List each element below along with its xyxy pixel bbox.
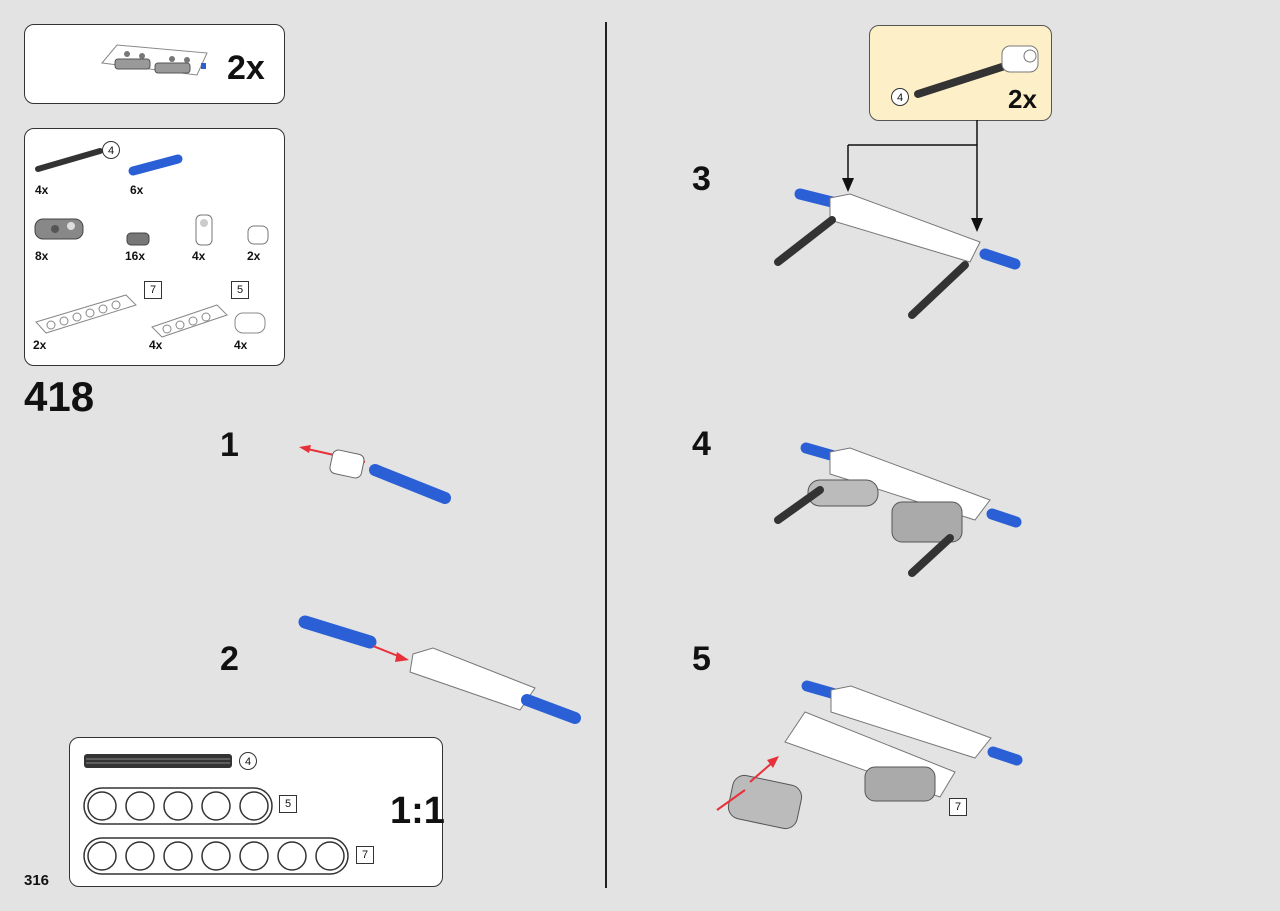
part-length-square: 7 [144, 281, 162, 299]
scale-beam-5-icon [83, 787, 273, 825]
callout-multiplier: 2x [1008, 84, 1037, 114]
parts-list: 4 4x 6x 8x 16x 4x 2x 7 2x 5 4x [24, 128, 285, 366]
part-qty: 6x [130, 183, 144, 197]
substep-1-number: 1 [220, 426, 239, 464]
part-qty: 4x [149, 338, 163, 352]
submodel-multiplier: 2x [227, 49, 265, 87]
scale-beam-7-icon [83, 837, 349, 875]
substep-5-illustration [716, 680, 1023, 830]
scale-axle-length: 4 [239, 752, 257, 770]
substep-4-number: 4 [692, 425, 711, 463]
substep-5-number: 5 [692, 640, 711, 678]
page-divider [605, 22, 607, 888]
part-qty: 8x [35, 249, 49, 263]
blue-pin-icon [128, 154, 183, 176]
part-qty: 2x [33, 338, 47, 352]
submodel-callout: 2x [24, 24, 285, 104]
scale-ratio: 1:1 [390, 790, 445, 832]
part-length-circle: 4 [102, 141, 120, 159]
scale-beam-5-length: 5 [279, 795, 297, 813]
step5-beam-length: 7 [949, 798, 967, 816]
beam-5-icon [151, 304, 228, 338]
callout-arrows [842, 120, 983, 232]
part-qty: 16x [125, 249, 146, 263]
scale-reference: 4 5 7 1:1 [69, 737, 445, 887]
grey-connector-icon [34, 218, 84, 240]
angle-connector-icon [195, 214, 213, 246]
substep-2-number: 2 [220, 640, 239, 678]
substep-3-illustration [774, 188, 1021, 319]
part-qty: 4x [35, 183, 49, 197]
black-axle-icon [35, 148, 103, 172]
scale-beam-7-length: 7 [356, 846, 374, 864]
part-length-square: 5 [231, 281, 249, 299]
white-bush-icon [247, 225, 269, 245]
part-qty: 4x [234, 338, 248, 352]
scale-axle-icon [84, 754, 232, 768]
callout-axle-length: 4 [891, 88, 909, 106]
white-connector-icon [234, 312, 266, 334]
substep-1-illustration [299, 445, 451, 504]
substep-2-illustration [298, 615, 581, 724]
angled-axle-icon [914, 45, 1039, 98]
substep-4-illustration [774, 442, 1022, 577]
beam-7-icon [35, 294, 137, 334]
part-qty: 4x [192, 249, 206, 263]
angled-axle-callout: 4 2x [869, 25, 1052, 121]
part-qty: 2x [247, 249, 261, 263]
bush-icon [126, 232, 150, 246]
page-number: 316 [24, 872, 50, 889]
submodel-illustration [101, 44, 208, 76]
step-number: 418 [24, 373, 95, 420]
substep-3-number: 3 [692, 160, 711, 198]
